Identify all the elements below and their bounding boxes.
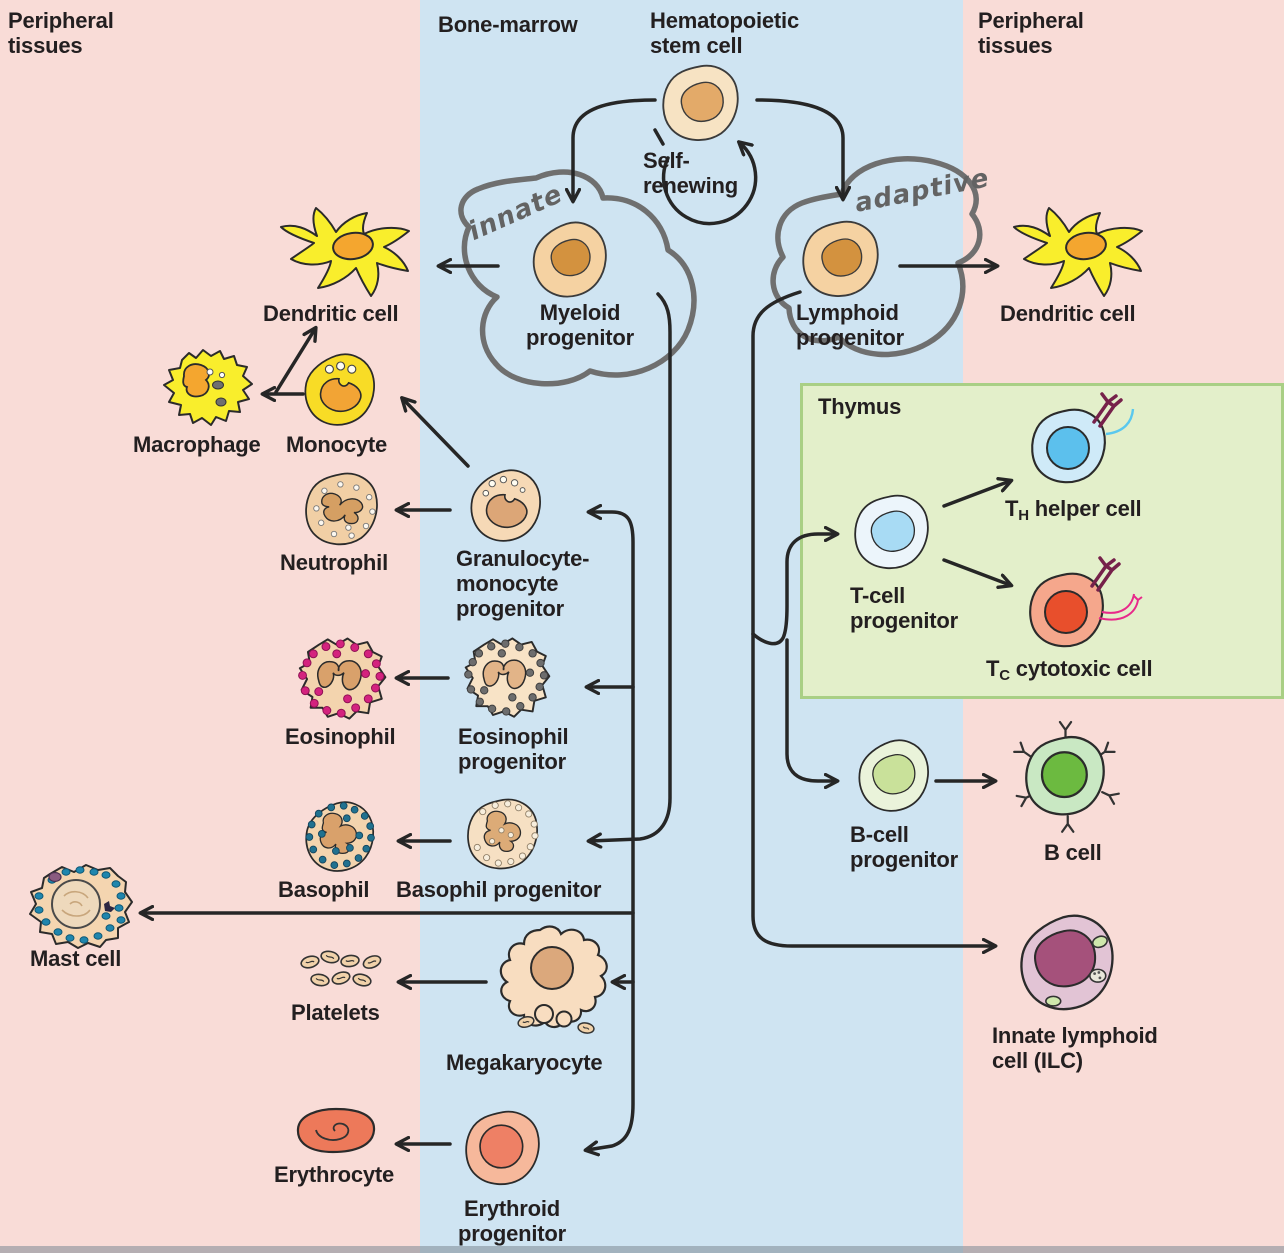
self-renewing-tick: [653, 128, 665, 146]
arrow-self-renewing: [661, 143, 758, 226]
innate-lymphoid-cell-illustration: [1020, 914, 1114, 1011]
lymphoid-progenitor-label: Lymphoid progenitor: [796, 300, 904, 351]
arrow-hsc-to-myeloid: [573, 98, 657, 200]
trunk-myeloid-to-basophil-progenitor: [590, 292, 672, 841]
mast-cell-label: Mast cell: [30, 946, 122, 971]
b-cell-progenitor-label: B-cell progenitor: [850, 822, 958, 873]
header-hematopoietic-stem-cell: Hematopoietic stem cell: [650, 8, 799, 59]
monocyte-illustration: [304, 353, 375, 426]
t-cell-progenitor-label: T-cell progenitor: [850, 583, 958, 634]
mast-cell-illustration: [29, 864, 133, 949]
myeloid-progenitor-label: Myeloid progenitor: [526, 300, 634, 351]
dendritic-cell-left-illustration: [280, 207, 410, 297]
header-thymus: Thymus: [818, 394, 902, 419]
trunk-myeloid-main: [587, 512, 635, 1150]
neutrophil-label: Neutrophil: [280, 550, 388, 575]
innate-outline: [458, 169, 697, 387]
dendritic-cell-left-label: Dendritic cell: [263, 301, 399, 326]
dendritic-cell-right-illustration: [1013, 207, 1143, 297]
arrow-tprog-to-th: [942, 481, 1010, 508]
th-helper-cell-illustration: [1031, 392, 1135, 484]
erythrocyte-illustration: [296, 1107, 376, 1154]
platelets-label: Platelets: [291, 1000, 380, 1025]
monocyte-label: Monocyte: [286, 432, 388, 457]
dendritic-cell-right-label: Dendritic cell: [1000, 301, 1136, 326]
b-cell-illustration: [1013, 720, 1120, 833]
branch-to-bcell-progenitor: [785, 638, 836, 781]
self-renewing-label: Self- renewing: [643, 148, 738, 199]
innate-lymphoid-cell-label: Innate lymphoid cell (ILC): [992, 1023, 1158, 1074]
platelets-illustration: [300, 950, 382, 987]
t-cell-progenitor-illustration: [854, 494, 929, 570]
header-bone-marrow: Bone-marrow: [438, 12, 578, 37]
adaptive-outline: [770, 156, 983, 358]
b-cell-progenitor-illustration: [858, 739, 929, 812]
erythroid-progenitor-label: Erythroid progenitor: [458, 1196, 566, 1247]
basophil-label: Basophil: [278, 877, 370, 902]
megakaryocyte-label: Megakaryocyte: [446, 1050, 603, 1075]
erythrocyte-label: Erythrocyte: [274, 1162, 395, 1187]
erythroid-progenitor-illustration: [465, 1110, 540, 1186]
tc-cytotoxic-cell-illustration: [1029, 556, 1143, 648]
arrow-gmp-to-monocyte: [403, 399, 470, 468]
bottom-edge-strip: [0, 1246, 1284, 1253]
arrow-monocyte-to-dendritic: [274, 329, 315, 394]
header-peripheral-tissues-right: Peripheral tissues: [978, 8, 1084, 59]
trunk-lymphoid-to-ilc: [751, 290, 994, 946]
lymphoid-progenitor-illustration: [802, 220, 879, 297]
eosinophil-progenitor-label: Eosinophil progenitor: [458, 724, 569, 775]
eosinophil-illustration: [298, 637, 387, 720]
granulocyte-monocyte-progenitor-label: Granulocyte- monocyte progenitor: [456, 546, 590, 622]
eosinophil-label: Eosinophil: [285, 724, 396, 749]
b-cell-label: B cell: [1044, 840, 1102, 865]
arrow-tprog-to-tc: [942, 558, 1010, 585]
arrow-hsc-to-lymphoid: [755, 98, 843, 198]
tc-cytotoxic-cell-label: TC cytotoxic cell: [986, 656, 1153, 684]
hematopoietic-stem-cell-illustration: [662, 64, 739, 141]
th-helper-cell-label: TH helper cell: [1005, 496, 1142, 524]
branch-to-tcell-progenitor: [751, 534, 836, 646]
macrophage-illustration: [163, 349, 253, 426]
neutrophil-illustration: [305, 472, 378, 546]
granulocyte-monocyte-progenitor-illustration: [470, 469, 541, 542]
peripheral-tissues-left-region: [0, 0, 420, 1253]
macrophage-label: Macrophage: [133, 432, 261, 457]
basophil-illustration: [305, 801, 375, 872]
megakaryocyte-illustration: [499, 925, 608, 1034]
myeloid-progenitor-illustration: [532, 221, 607, 298]
header-peripheral-tissues-left: Peripheral tissues: [8, 8, 114, 59]
basophil-progenitor-illustration: [467, 798, 539, 870]
eosinophil-progenitor-illustration: [464, 637, 551, 718]
basophil-progenitor-label: Basophil progenitor: [396, 877, 602, 902]
